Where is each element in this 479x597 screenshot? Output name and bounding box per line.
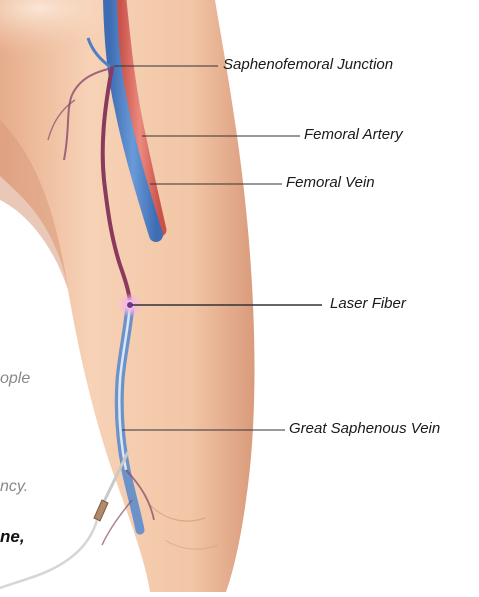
introducer-hub xyxy=(94,500,108,521)
clipped-text-2: ncy. xyxy=(0,478,28,496)
label-femoral-artery: Femoral Artery xyxy=(304,126,403,143)
clipped-text-3: ne, xyxy=(0,527,25,547)
label-laser-fiber: Laser Fiber xyxy=(330,295,406,312)
clipped-text-1: ople xyxy=(0,370,30,388)
label-saphenofemoral-junction: Saphenofemoral Junction xyxy=(223,56,393,73)
label-femoral-vein: Femoral Vein xyxy=(286,174,375,191)
label-great-saphenous-vein: Great Saphenous Vein xyxy=(289,420,440,437)
